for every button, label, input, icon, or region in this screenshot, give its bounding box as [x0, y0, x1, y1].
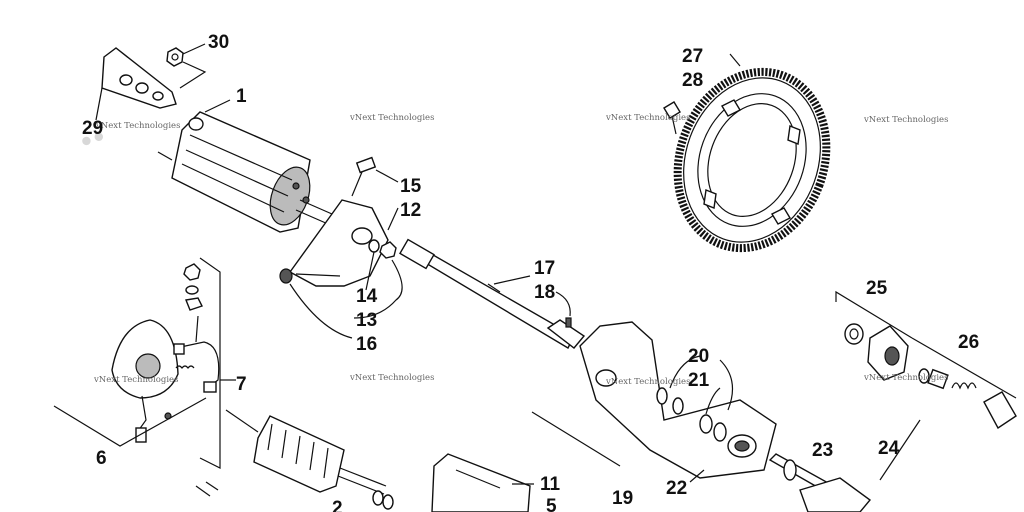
leader-13 — [353, 259, 403, 319]
part-26-spring-cap — [911, 337, 1017, 430]
callout-22: 22 — [666, 478, 687, 499]
part-13-nut — [379, 241, 397, 259]
callout-16: 16 — [356, 334, 377, 355]
part-25-pinion — [835, 290, 913, 381]
watermark-text-2: vNext Technologies — [349, 113, 434, 123]
part-30-nut — [166, 43, 207, 89]
part-14-washer — [368, 239, 380, 253]
callout-21: 21 — [688, 370, 710, 391]
callout-29: 29 — [82, 118, 103, 139]
callout-17: 17 — [534, 258, 555, 279]
part-15-bolt — [351, 156, 399, 197]
watermark-text-4: vNext Technologies — [863, 115, 948, 125]
part-1-starter-motor — [157, 99, 333, 233]
callout-2: 2 — [332, 498, 343, 512]
callout-13: 13 — [356, 310, 377, 331]
watermark-text-5: vNext Technologies — [93, 375, 178, 385]
armature — [225, 409, 387, 495]
watermark-text-1: vNext Technologies — [95, 121, 180, 131]
callout-28: 28 — [682, 70, 703, 91]
part-11-housing — [431, 453, 534, 512]
callout-18: 18 — [534, 282, 555, 303]
callout-1: 1 — [236, 86, 247, 107]
callout-23: 23 — [812, 440, 833, 461]
part-18-pin — [555, 291, 572, 328]
callout-labels: 30 1 29 15 12 14 13 16 17 18 27 28 25 26… — [82, 32, 979, 512]
part-16-grommet — [279, 268, 353, 339]
callout-25: 25 — [866, 278, 888, 299]
leader-19-bracket — [531, 411, 621, 467]
leader-14 — [365, 251, 375, 291]
watermark-group: ● ● vNext Technologies vNext Technologie… — [80, 113, 949, 387]
callout-6: 6 — [96, 448, 107, 469]
callout-30: 30 — [208, 32, 229, 53]
callout-14: 14 — [356, 286, 378, 307]
part-17-shaft — [399, 238, 586, 349]
part-29-bracket — [95, 47, 177, 121]
part-12-end-bracket — [288, 199, 399, 287]
watermark-text-6: vNext Technologies — [349, 373, 434, 383]
callout-12: 12 — [400, 200, 421, 221]
callout-7: 7 — [236, 374, 247, 395]
callout-15: 15 — [400, 176, 422, 197]
callout-5: 5 — [546, 496, 557, 512]
part-2-ring — [372, 490, 394, 510]
part-24-drive — [799, 419, 921, 512]
callout-20: 20 — [688, 346, 709, 367]
part-28-bolt — [663, 101, 681, 135]
part-7-brush-plate — [111, 257, 236, 469]
callout-11: 11 — [540, 474, 561, 495]
part-27-ring-gear — [673, 53, 831, 253]
watermark-text-7: vNext Technologies — [605, 377, 690, 387]
part-6-bracket — [53, 397, 219, 497]
callout-27: 27 — [682, 46, 703, 67]
watermark-text-8: vNext Technologies — [863, 373, 948, 383]
part-20-washers — [656, 355, 734, 415]
part-19-housing — [579, 321, 777, 479]
callout-24: 24 — [878, 438, 900, 459]
watermark-text-3: vNext Technologies — [605, 113, 690, 123]
callout-26: 26 — [958, 332, 979, 353]
callout-19: 19 — [612, 488, 633, 509]
leader-22 — [689, 469, 705, 483]
part-21-washers — [699, 387, 727, 442]
